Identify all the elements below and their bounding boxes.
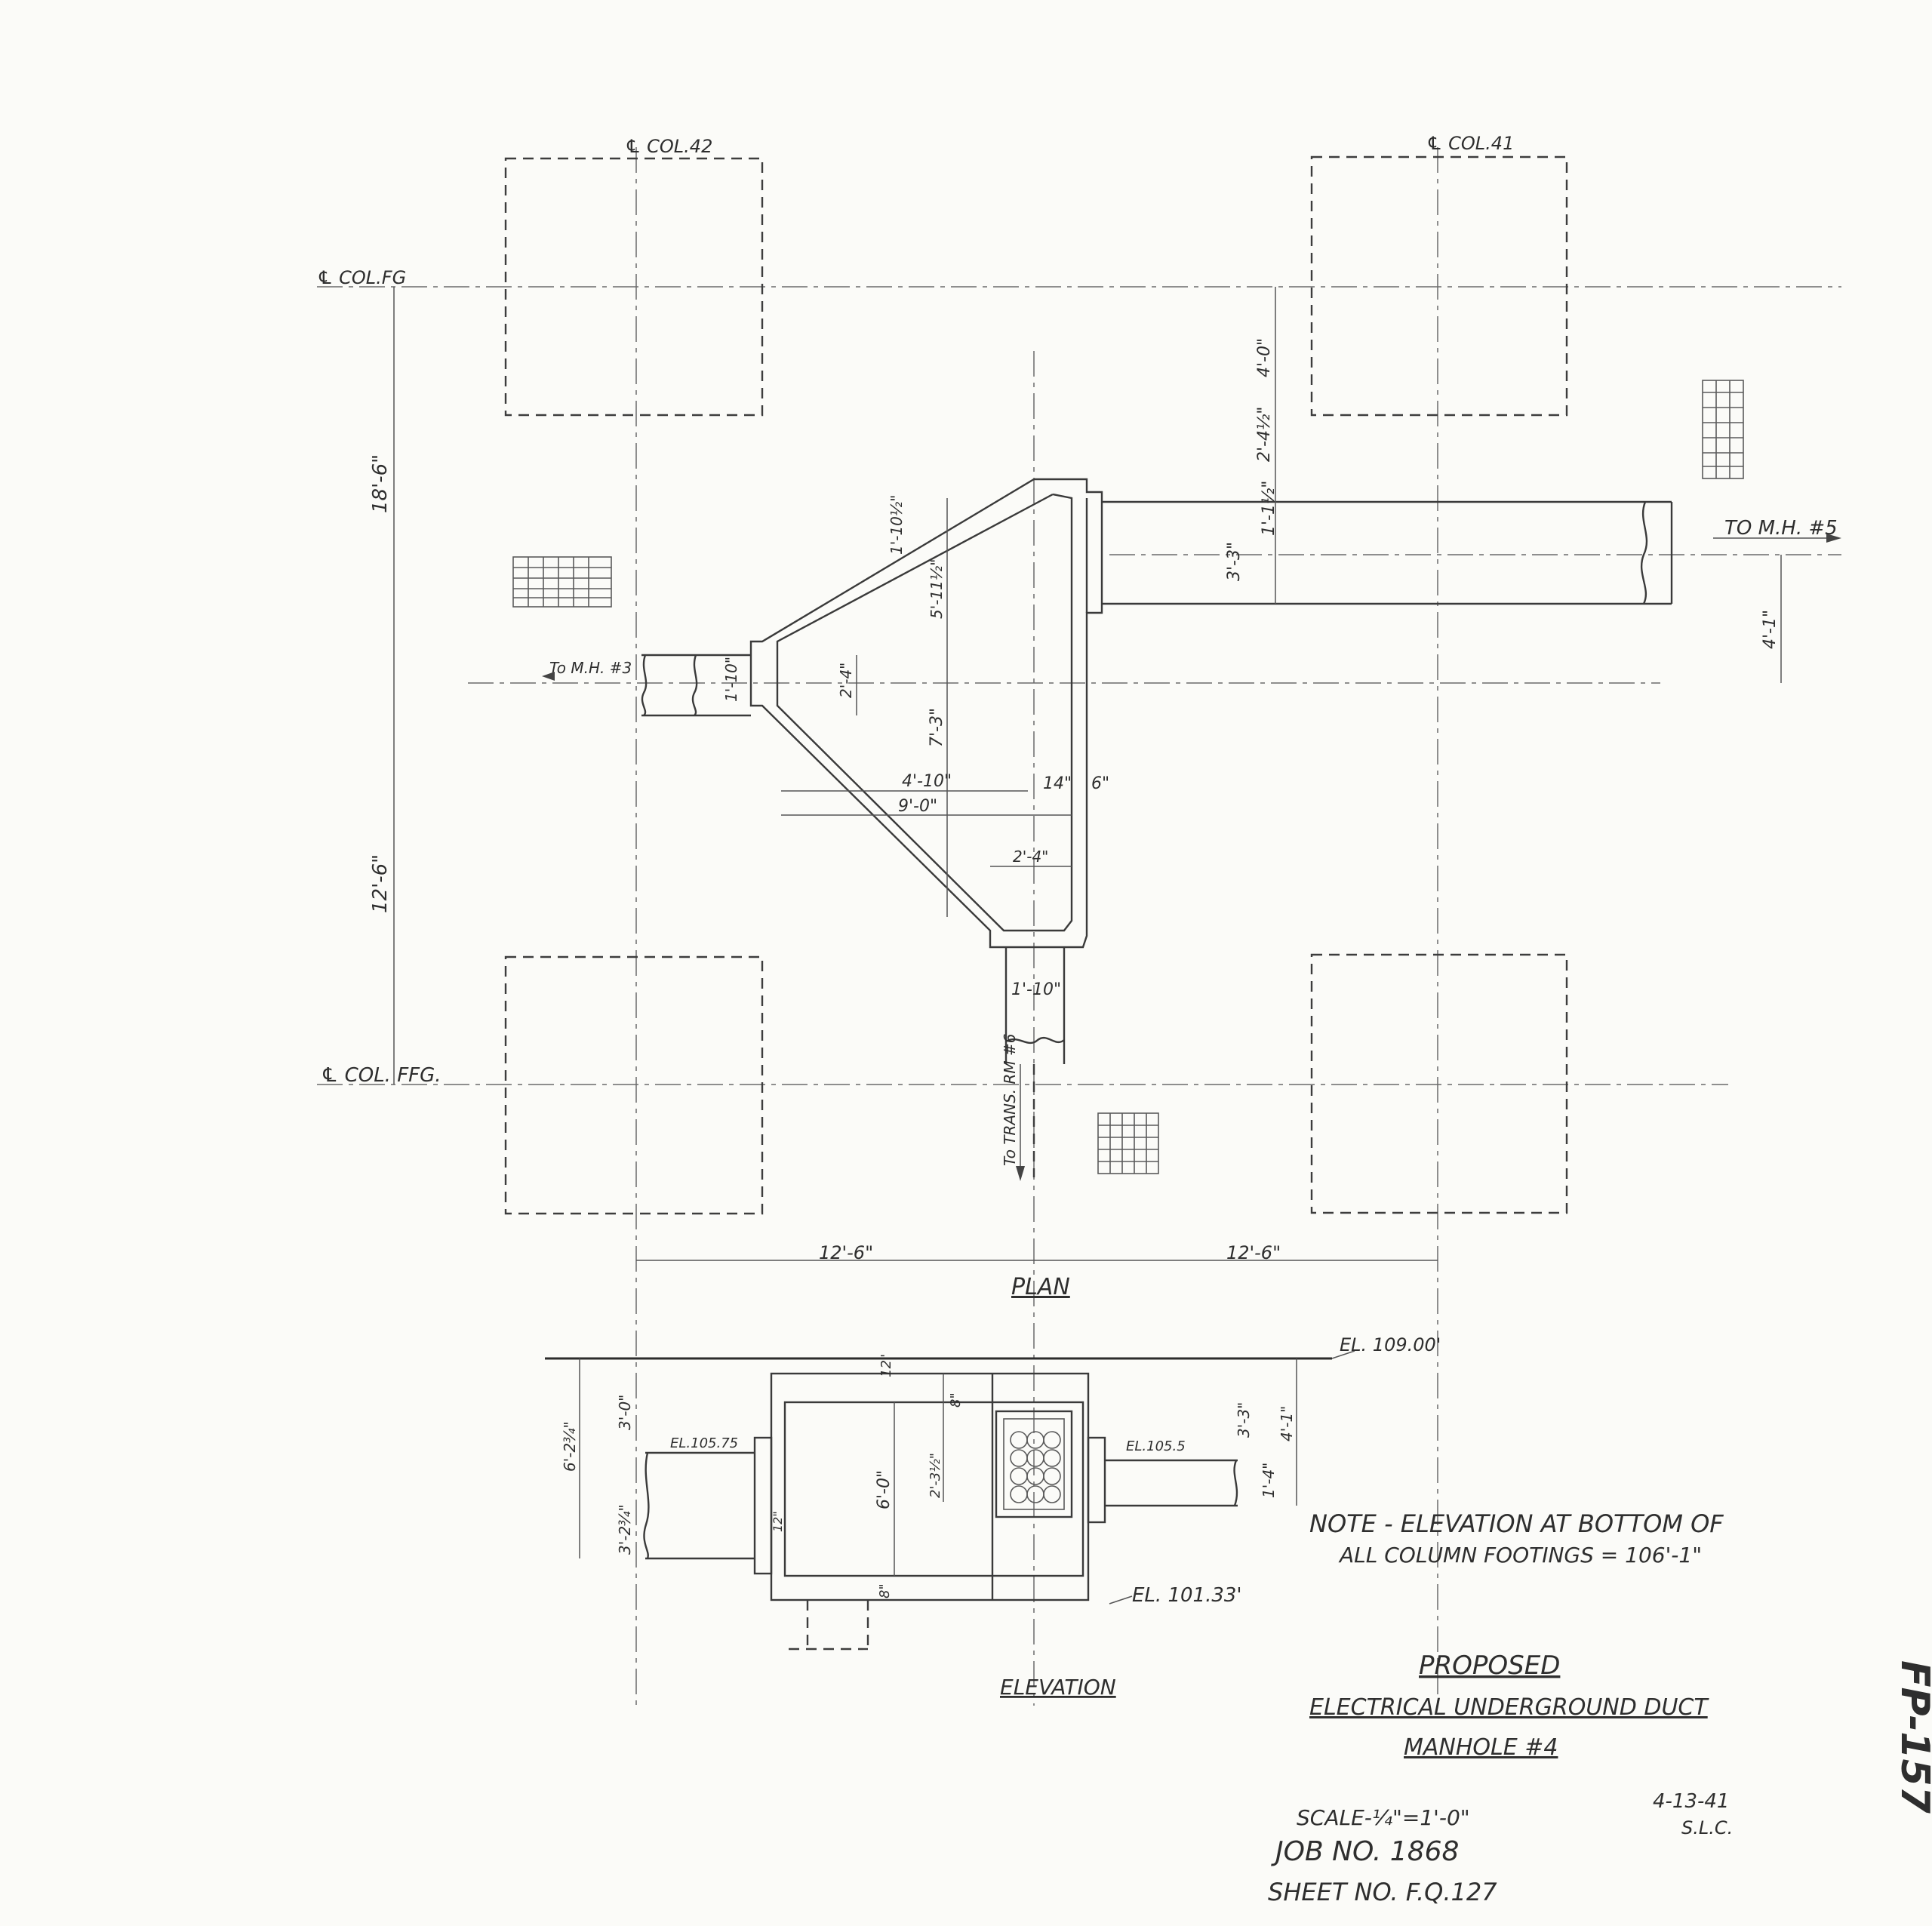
plan-view: ℄ COL.42 ℄ COL.41 ℄ COL.FG ℄ COL. FFG. <box>317 133 1841 1706</box>
dim-2-4-lower: 2'-4" <box>1013 848 1048 866</box>
elevation-view: EL. 109.00' 6'-2¾" 3'-0" <box>545 1334 1441 1700</box>
conduit-bank-section <box>995 1410 1073 1518</box>
footing-col42-ffg <box>504 955 764 1215</box>
duct-mh5-break <box>1640 501 1648 605</box>
dim-2-4: 2'-4" <box>837 663 855 698</box>
label-el-105-75: EL.105.75 <box>670 1435 738 1451</box>
elevation-title: ELEVATION <box>1000 1675 1116 1700</box>
label-to-trans: To TRANS. RM #6 <box>1001 1034 1019 1167</box>
title-sheet: SHEET NO. F.Q.127 <box>1268 1878 1497 1906</box>
duct-right-collar <box>1087 1436 1106 1524</box>
dim-4-1e: 4'-1" <box>1278 1406 1296 1441</box>
manhole-inner-wall <box>776 493 1073 932</box>
arrow-trans-head <box>1016 1166 1025 1181</box>
dim-3-3e: 3'-3" <box>1235 1402 1253 1438</box>
duct-mh3-break2 <box>691 654 698 716</box>
conduit-grid-west <box>512 556 612 608</box>
dim-1-1-half: 1'-1½" <box>1260 481 1278 536</box>
dim-7-3: 7'-3" <box>928 708 946 747</box>
footing-col41-fg <box>1310 155 1568 417</box>
dim-1-4: 1'-4" <box>1260 1463 1278 1498</box>
dim-4-1: 4'-1" <box>1761 610 1780 649</box>
note-block: NOTE - ELEVATION AT BOTTOM OF ALL COLUMN… <box>1309 1509 1724 1568</box>
dim-12b: 12" <box>771 1511 785 1532</box>
label-el-top: EL. 109.00' <box>1340 1334 1441 1355</box>
sheet-mark: FP-157 <box>1892 1660 1932 1814</box>
title-block: PROPOSED ELECTRICAL UNDERGROUND DUCT MAN… <box>1268 1651 1733 1906</box>
dim-5-11-half: 5'-11½" <box>928 559 946 619</box>
label-to-mh5: TO M.H. #5 <box>1724 517 1838 540</box>
dim-12-6-left: 12'-6" <box>819 1242 873 1263</box>
dim-6: 6" <box>1091 774 1109 793</box>
label-col42: ℄ COL.42 <box>625 136 712 157</box>
label-colfg: ℄ COL.FG <box>317 267 406 288</box>
dim-18-6: 18'-6" <box>369 454 392 513</box>
label-colffg: ℄ COL. FFG. <box>321 1064 441 1087</box>
dim-1-10-bottom: 1'-10" <box>1011 980 1061 999</box>
dim-1-10-left: 1'-10" <box>722 657 740 702</box>
conduit-grid-south <box>1097 1112 1159 1174</box>
title-scale: SCALE-¼"=1'-0" <box>1297 1805 1470 1830</box>
dim-12-6-vert: 12'-6" <box>369 854 392 913</box>
duct-left-break <box>643 1452 650 1559</box>
arrow-el-101 <box>1109 1595 1133 1604</box>
plan-title: PLAN <box>1011 1274 1070 1300</box>
manhole-inner <box>783 1401 1084 1577</box>
dim-3-0: 3'-0" <box>616 1395 634 1430</box>
title-line-3: MANHOLE #4 <box>1404 1734 1558 1761</box>
note-line-2: ALL COLUMN FOOTINGS = 106'-1" <box>1338 1543 1702 1568</box>
dim-3-2-3q: 3'-2¾" <box>616 1504 634 1555</box>
label-el-105-5: EL.105.5 <box>1126 1438 1186 1454</box>
dim-14: 14" <box>1043 774 1072 793</box>
manhole-outer-wall <box>749 478 1103 949</box>
footing-col41-ffg <box>1310 953 1568 1214</box>
note-line-1: NOTE - ELEVATION AT BOTTOM OF <box>1309 1509 1724 1538</box>
duct-right-break <box>1233 1460 1238 1506</box>
title-initials: S.L.C. <box>1681 1817 1733 1838</box>
dim-8b: 8" <box>948 1392 964 1408</box>
grade-line-ext <box>1331 1350 1355 1359</box>
footing-col42-fg <box>504 157 764 417</box>
label-el-101-33: EL. 101.33' <box>1132 1584 1242 1607</box>
title-job: JOB NO. 1868 <box>1271 1836 1459 1867</box>
dim-8: 8" <box>877 1583 893 1598</box>
duct-trans-break <box>1005 1036 1065 1045</box>
conduit-grid-east <box>1702 380 1744 479</box>
dim-9-0: 9'-0" <box>898 797 937 816</box>
dim-1-10-half: 1'-10½" <box>888 495 906 555</box>
duct-mh3-break <box>641 654 648 716</box>
dim-6-2-3q: 6'-2¾" <box>561 1421 579 1472</box>
dim-2-3-half: 2'-3½" <box>928 1453 943 1498</box>
label-col41: ℄ COL.41 <box>1426 133 1514 154</box>
dim-3-3: 3'-3" <box>1225 542 1244 581</box>
duct-left-collar <box>753 1436 773 1575</box>
arrow-mh3-head <box>542 672 555 681</box>
dim-2-4-half: 2'-4½" <box>1255 407 1274 462</box>
title-date: 4-13-41 <box>1653 1790 1729 1813</box>
dim-4-10: 4'-10" <box>902 772 952 791</box>
dim-4-0: 4'-0" <box>1255 338 1274 377</box>
label-to-mh3: To M.H. #3 <box>549 659 632 677</box>
dim-12-6-right: 12'-6" <box>1226 1242 1281 1263</box>
dim-12: 12" <box>878 1354 894 1377</box>
title-line-1: PROPOSED <box>1419 1651 1560 1681</box>
title-line-2: ELECTRICAL UNDERGROUND DUCT <box>1309 1694 1709 1721</box>
dim-6-0: 6'-0" <box>875 1470 894 1509</box>
arrow-mh5-head <box>1826 534 1841 543</box>
